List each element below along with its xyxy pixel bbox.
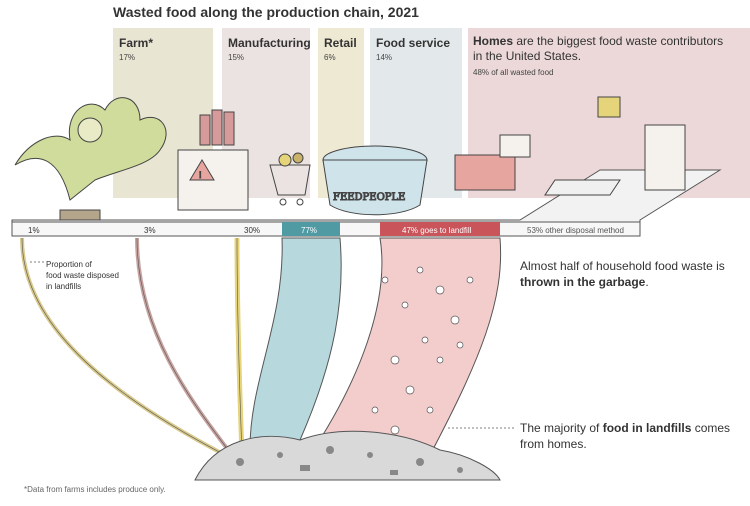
- page-title: Wasted food along the production chain, …: [113, 4, 419, 20]
- retail-landfill-label: 30%: [244, 226, 261, 235]
- farm-landfill-label: 1%: [28, 226, 40, 235]
- proportion-note-line2: food waste disposed: [46, 271, 119, 280]
- stage-name-manufacturing: Manufacturing: [228, 36, 311, 50]
- food-service-landfill-bar: [282, 222, 340, 236]
- homes-landfill-bar: [380, 222, 500, 236]
- household-garbage-note: Almost half of household food waste is t…: [520, 258, 740, 290]
- factory: !: [177, 109, 249, 211]
- stage-share-food-service: 14%: [376, 53, 393, 62]
- homes-landfill-label: 47% goes to landfill: [402, 226, 472, 235]
- kitchen: [454, 96, 686, 196]
- retail-pipe-outline: [236, 237, 243, 456]
- hazard-sign-text: !: [199, 170, 202, 180]
- retail-pipe: [234, 237, 245, 456]
- homes-other-label: 53% other disposal method: [527, 226, 624, 235]
- food-service-landfill-label: 77%: [301, 226, 318, 235]
- majority-note-bold: food in landfills: [602, 421, 692, 435]
- stage-name-farm: Farm*: [119, 36, 154, 50]
- stage-share-farm: 17%: [119, 53, 136, 62]
- farm-plant: [14, 97, 167, 221]
- proportion-note: Proportion of food waste disposed in lan…: [46, 259, 126, 292]
- majority-note-pre: The majority of: [520, 421, 603, 435]
- manufacturing-pipe: [135, 237, 234, 457]
- farm-pipe-outline: [21, 237, 226, 456]
- food-service-stream: [249, 237, 342, 449]
- proportion-note-line1: Proportion of: [46, 260, 92, 269]
- feed-people-pot: FEEDPEOPLE: [322, 145, 428, 216]
- homes-rest: are the biggest food waste contributors …: [473, 34, 724, 63]
- half-note-bold: thrown in the garbage: [520, 275, 646, 289]
- half-note-pre: Almost half of household food waste is: [520, 259, 725, 273]
- manufacturing-landfill-label: 3%: [144, 226, 156, 235]
- pot-label: FEEDPEOPLE: [333, 192, 405, 203]
- footnote: *Data from farms includes produce only.: [24, 485, 166, 494]
- majority-note: The majority of food in landfills comes …: [520, 420, 750, 452]
- stage-share-manufacturing: 15%: [228, 53, 245, 62]
- landfill-debris: [236, 446, 463, 475]
- manufacturing-pipe-outline: [136, 237, 233, 456]
- stage-name-food-service: Food service: [376, 36, 451, 50]
- landfill-pile: [194, 430, 501, 481]
- stage-share-retail: 6%: [324, 53, 336, 62]
- stage-name-retail: Retail: [324, 36, 357, 50]
- shopping-cart: [269, 152, 311, 206]
- homes-lead: Homes: [473, 34, 514, 48]
- homes-share: 48% of all wasted food: [473, 68, 554, 77]
- majority-note-post: comes from homes.: [520, 421, 731, 451]
- proportion-note-line3: in landfills: [46, 282, 82, 291]
- homes-description: Homes are the biggest food waste contrib…: [473, 34, 733, 64]
- half-note-post: .: [645, 275, 649, 289]
